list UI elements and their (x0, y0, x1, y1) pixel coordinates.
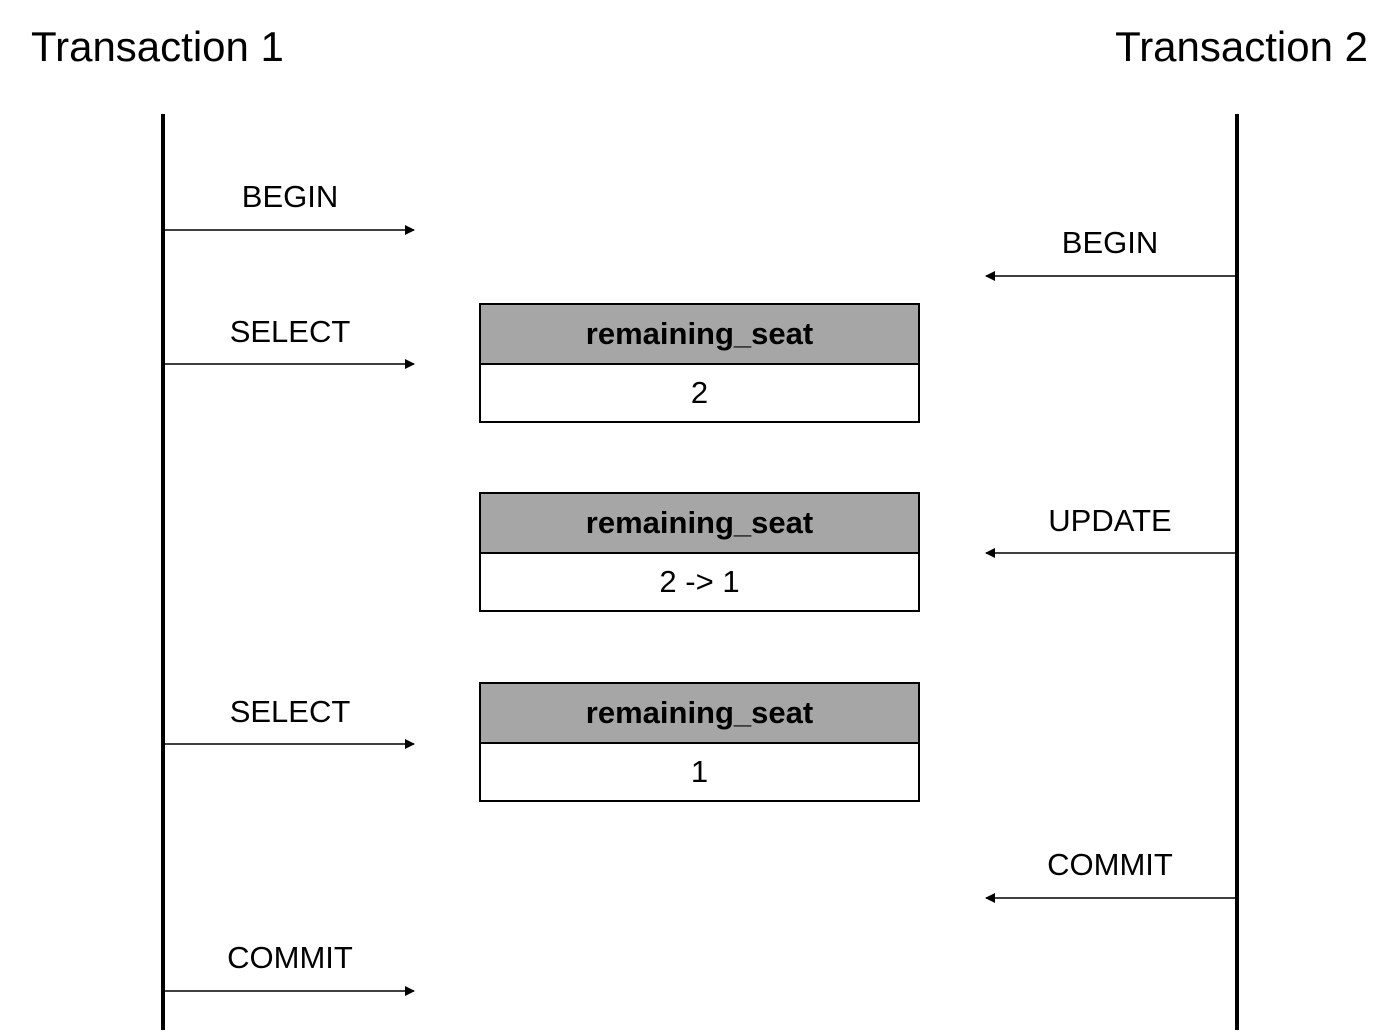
message-label-t1-select-1: SELECT (229, 314, 351, 349)
table-header: remaining_seat (481, 494, 918, 554)
lane-title-transaction-1: Transaction 1 (31, 23, 284, 70)
message-label-t1-select-2: SELECT (229, 694, 351, 729)
value-table-1: remaining_seat 2 (479, 303, 920, 423)
table-header: remaining_seat (481, 684, 918, 744)
value-table-3: remaining_seat 1 (479, 682, 920, 802)
message-label-t1-commit: COMMIT (227, 940, 353, 975)
message-label-t2-begin: BEGIN (1061, 225, 1159, 260)
table-cell-value: 1 (481, 744, 918, 800)
table-cell-value: 2 -> 1 (481, 554, 918, 610)
lane-title-transaction-2: Transaction 2 (1115, 23, 1368, 70)
message-label-t1-begin: BEGIN (241, 179, 339, 214)
message-label-t2-update: UPDATE (1048, 503, 1172, 538)
message-label-t2-commit: COMMIT (1047, 847, 1173, 882)
table-cell-value: 2 (481, 365, 918, 421)
value-table-2: remaining_seat 2 -> 1 (479, 492, 920, 612)
table-header: remaining_seat (481, 305, 918, 365)
